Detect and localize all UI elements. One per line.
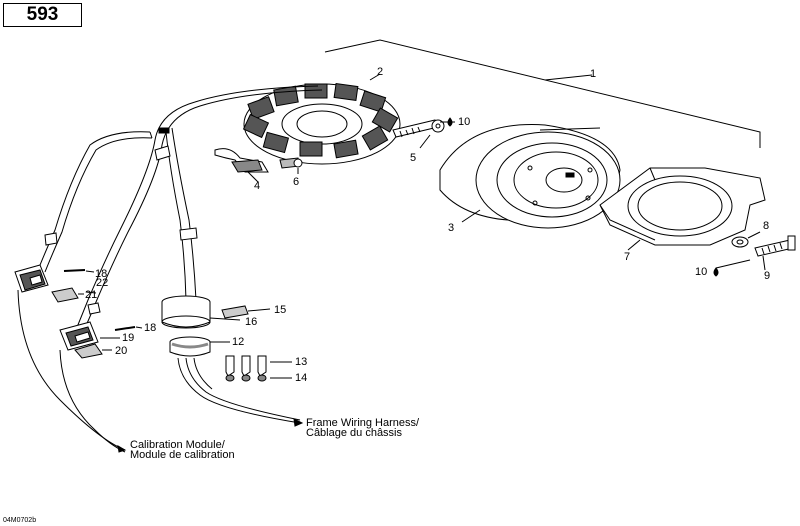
callout-16: 16 xyxy=(245,316,258,328)
connector-left xyxy=(14,264,49,293)
callout-21: 21 xyxy=(85,289,98,301)
tie-18b xyxy=(114,326,136,331)
assembly-bracket xyxy=(324,39,761,148)
trigger-wheel xyxy=(599,167,766,251)
wiring-harness xyxy=(37,85,323,335)
callout-leaders xyxy=(85,121,455,339)
frame-harness-label-en: Frame Wiring Harness/ xyxy=(306,417,420,429)
callout-15: 15 xyxy=(274,304,287,316)
screw-9 xyxy=(715,235,796,271)
callout-5: 5 xyxy=(410,152,417,164)
callout-18-bottom: 18 xyxy=(144,322,157,334)
calibration-label-en: Calibration Module/ xyxy=(130,439,225,451)
callout-4: 4 xyxy=(254,180,261,192)
callout-3: 3 xyxy=(448,222,455,234)
connector-12 xyxy=(169,336,301,424)
washer-8 xyxy=(731,231,761,248)
callout-19: 19 xyxy=(122,332,135,344)
callout-18-top: 18 xyxy=(95,268,108,280)
callout-9: 9 xyxy=(764,270,771,282)
terminals-13 xyxy=(225,355,292,377)
callout-10-bottom: 10 xyxy=(695,266,708,278)
callout-20: 20 xyxy=(115,345,128,357)
callout-7: 7 xyxy=(624,251,631,263)
clip-20 xyxy=(74,343,112,359)
connector-16 xyxy=(161,295,241,329)
page-number-badge: 593 xyxy=(3,3,82,27)
stator xyxy=(242,73,401,165)
callout-8: 8 xyxy=(763,220,770,232)
tie-18a xyxy=(63,269,95,273)
clip-15 xyxy=(221,305,271,319)
calibration-label-fr: Module de calibration xyxy=(130,449,235,461)
wire-clamp xyxy=(214,148,269,183)
loctite-mark xyxy=(447,117,719,277)
screw-6 xyxy=(279,157,303,174)
frame-harness-label-fr: Câblage du châssis xyxy=(306,427,403,439)
seals-14 xyxy=(225,374,292,382)
callout-6: 6 xyxy=(293,176,300,188)
callout-14: 14 xyxy=(295,372,308,384)
leader-lines xyxy=(17,289,304,453)
callout-13: 13 xyxy=(295,356,308,368)
connector-calibration xyxy=(59,321,99,351)
flywheel xyxy=(439,124,621,229)
callout-2: 2 xyxy=(377,66,384,78)
callout-1: 1 xyxy=(590,68,597,80)
callout-22: 22 xyxy=(96,277,109,289)
callout-10-top: 10 xyxy=(458,116,471,128)
clip-21 xyxy=(51,287,84,303)
bolt-5 xyxy=(392,119,445,149)
callout-12: 12 xyxy=(232,336,245,348)
document-code: 04M0702b xyxy=(3,517,37,524)
